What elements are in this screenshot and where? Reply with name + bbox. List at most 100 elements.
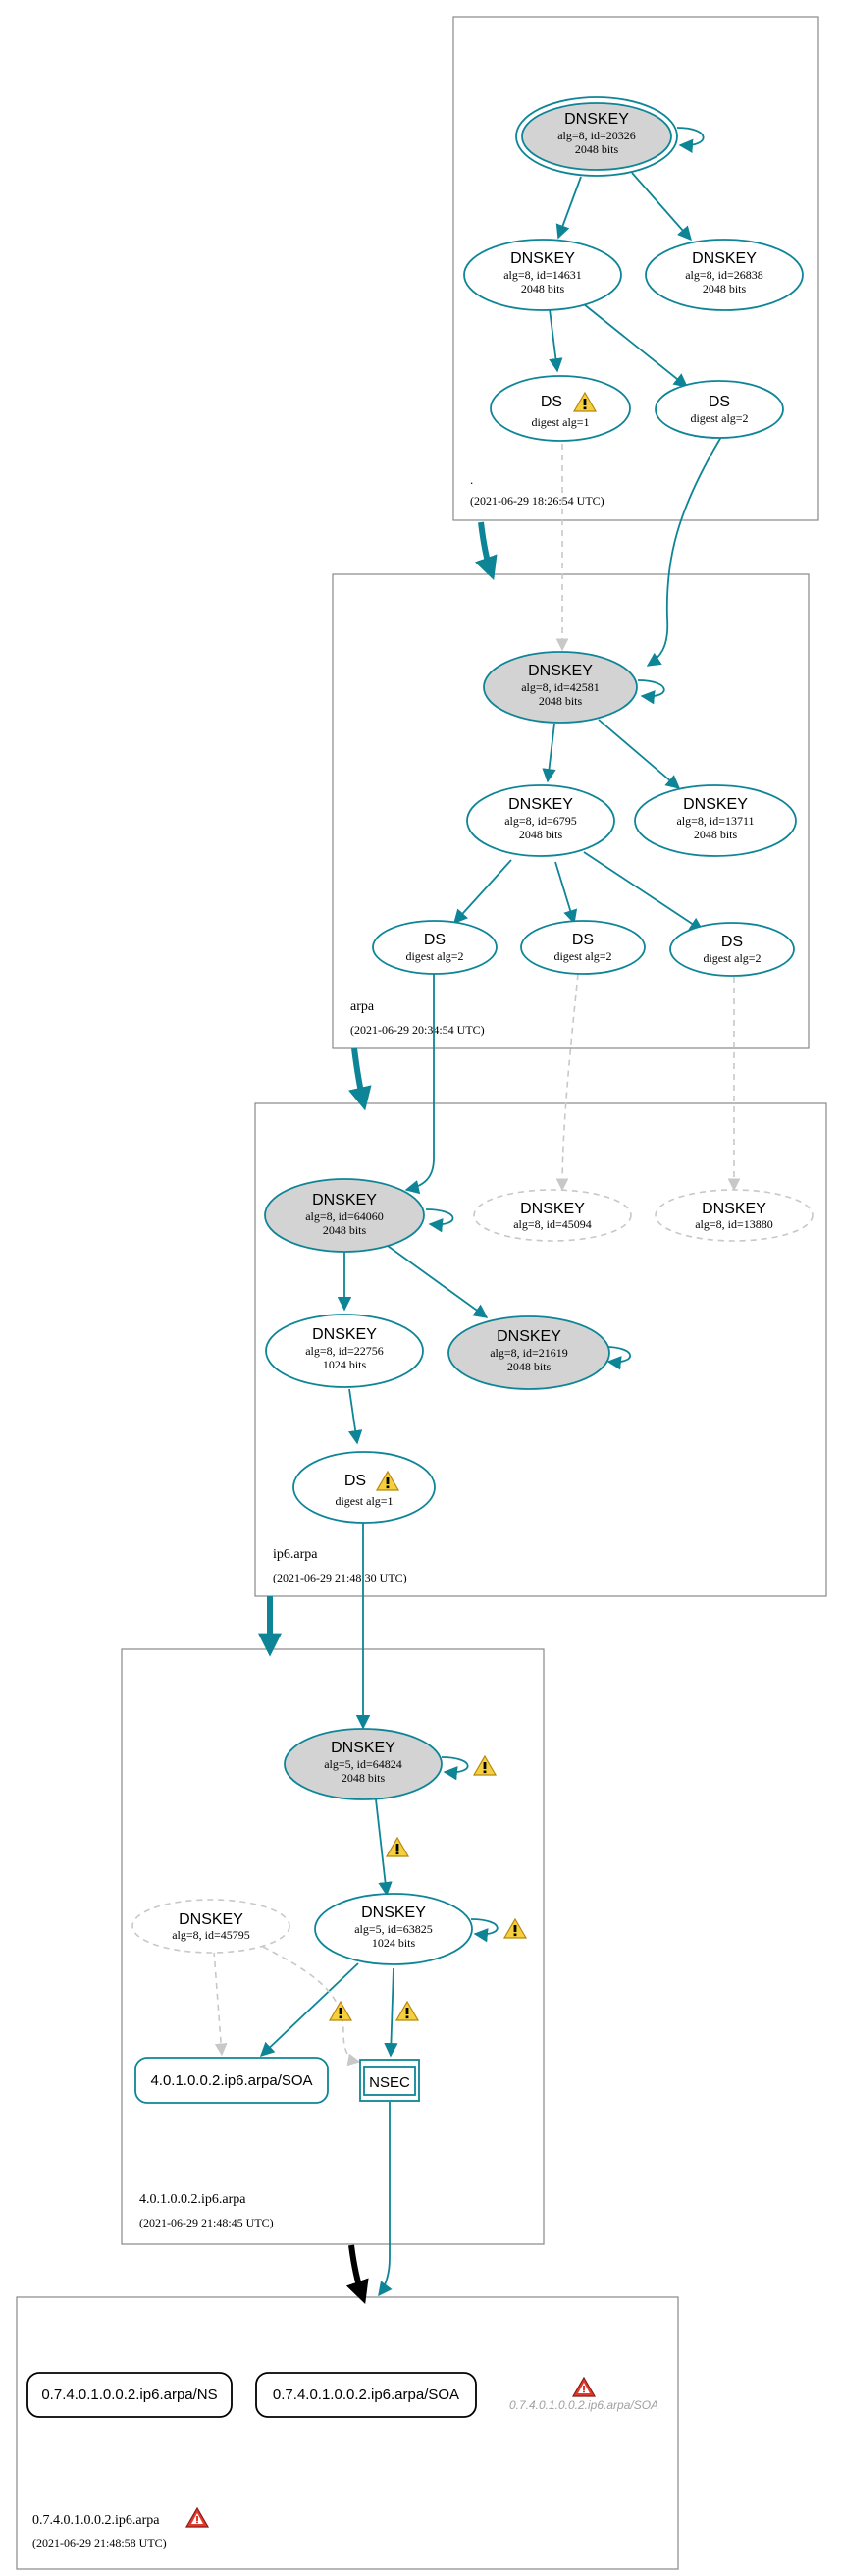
- node-title: DNSKEY: [683, 796, 748, 813]
- node-arpa-zsk-6795[interactable]: DNSKEY alg=8, id=6795 2048 bits: [466, 784, 615, 857]
- node-detail: digest alg=1: [531, 415, 589, 429]
- rrset-label: 0.7.4.0.1.0.0.2.ip6.arpa/SOA: [273, 2387, 459, 2403]
- node-arpa-ksk[interactable]: DNSKEY alg=8, id=42581 2048 bits: [483, 651, 638, 724]
- zone-timestamp-4010: (2021-06-29 21:48:45 UTC): [139, 2216, 274, 2229]
- edge-root-zsk1-ds2: [583, 303, 689, 388]
- node-arpa-zsk-13711[interactable]: DNSKEY alg=8, id=13711 2048 bits: [634, 784, 797, 857]
- node-ip6-ksk[interactable]: DNSKEY alg=8, id=64060 2048 bits: [264, 1178, 425, 1253]
- node-ip6-zsk-21619[interactable]: DNSKEY alg=8, id=21619 2048 bits: [447, 1315, 610, 1390]
- edge-4010-zsk-nsec: [384, 1967, 398, 2058]
- node-arpa-ds-2[interactable]: DS digest alg=2: [520, 920, 646, 975]
- warning-icon: [395, 2001, 419, 2021]
- warning-icon: [329, 2001, 352, 2021]
- warning-icon: [473, 1755, 497, 1776]
- node-detail: alg=8, id=64060: [305, 1209, 384, 1223]
- node-arpa-ds-3[interactable]: DS digest alg=2: [669, 922, 795, 977]
- zone-box-arpa: [332, 573, 810, 1049]
- node-detail: digest alg=2: [405, 949, 463, 963]
- selfloop-root-ksk: [676, 127, 705, 153]
- node-title: DS: [541, 394, 562, 410]
- node-detail: alg=8, id=42581: [521, 680, 600, 694]
- zone-timestamp-07401: (2021-06-29 21:48:58 UTC): [32, 2536, 167, 2549]
- zone-07401-error-icon: [185, 2507, 209, 2528]
- node-detail: alg=8, id=13711: [676, 814, 754, 828]
- edge-root-zsk1-ds1: [549, 308, 563, 373]
- edge-4010-missing-nsec: [262, 1946, 361, 2066]
- node-detail: alg=5, id=64824: [324, 1757, 402, 1771]
- node-detail: digest alg=2: [690, 411, 748, 425]
- node-ip6-zsk-22756[interactable]: DNSKEY alg=8, id=22756 1024 bits: [265, 1314, 424, 1388]
- edge-ip6-zsk1-ds: [348, 1388, 363, 1445]
- node-4010-nsec[interactable]: NSEC: [359, 2059, 420, 2102]
- node-detail: digest alg=1: [335, 1494, 393, 1508]
- node-title: DNSKEY: [508, 796, 573, 813]
- node-detail: digest alg=2: [703, 951, 761, 965]
- selfloop-ip6-ksk: [425, 1208, 454, 1233]
- node-root-ds-1[interactable]: DS digest alg=1: [490, 375, 631, 442]
- node-title: DNSKEY: [692, 250, 757, 267]
- node-detail: alg=8, id=13880: [695, 1217, 773, 1231]
- edge-4010-nsec-07401: [378, 2102, 393, 2297]
- selfloop-ip6-zsk2: [604, 1346, 632, 1370]
- node-ip6-ds[interactable]: DS digest alg=1: [292, 1451, 436, 1524]
- node-title: DS: [424, 932, 446, 948]
- nsec-label: NSEC: [369, 2074, 410, 2091]
- node-detail: alg=8, id=22756: [305, 1344, 384, 1358]
- zone-box-07401: [16, 2296, 679, 2570]
- node-title: DNSKEY: [312, 1326, 377, 1343]
- node-title: DNSKEY: [510, 250, 575, 267]
- node-4010-ksk[interactable]: DNSKEY alg=5, id=64824 2048 bits: [284, 1728, 443, 1800]
- node-title: DNSKEY: [361, 1905, 426, 1921]
- node-detail: alg=8, id=6795: [504, 814, 577, 828]
- node-4010-zsk-63825[interactable]: DNSKEY alg=5, id=63825 1024 bits: [314, 1893, 473, 1965]
- node-detail: alg=8, id=21619: [490, 1346, 568, 1360]
- delegation-arrow-4010-07401: [345, 2244, 369, 2305]
- node-07401-soa[interactable]: 0.7.4.0.1.0.0.2.ip6.arpa/SOA: [255, 2372, 477, 2418]
- node-detail: alg=8, id=45094: [513, 1217, 592, 1231]
- node-detail: alg=8, id=26838: [685, 268, 763, 282]
- edge-root-ksk-zsk1: [555, 176, 582, 240]
- node-root-zsk-26838[interactable]: DNSKEY alg=8, id=26838 2048 bits: [645, 239, 804, 311]
- zone-timestamp-ip6: (2021-06-29 21:48:30 UTC): [273, 1571, 407, 1584]
- node-ip6-missing-13880[interactable]: DNSKEY alg=8, id=13880: [655, 1189, 814, 1242]
- node-4010-soa[interactable]: 4.0.1.0.0.2.ip6.arpa/SOA: [134, 2057, 329, 2104]
- node-detail: 2048 bits: [694, 828, 738, 841]
- node-detail: digest alg=2: [553, 949, 611, 963]
- edge-arpa-ds2-missing1: [555, 973, 579, 1192]
- node-title: DS: [709, 394, 730, 410]
- selfloop-arpa-ksk: [637, 679, 665, 705]
- node-root-ds-2[interactable]: DS digest alg=2: [655, 380, 784, 439]
- node-detail: 2048 bits: [507, 1360, 552, 1373]
- node-title: DS: [572, 932, 594, 948]
- edge-4010-ksk-zsk: [375, 1798, 393, 1897]
- zone-name-07401: 0.7.4.0.1.0.0.2.ip6.arpa: [32, 2513, 160, 2528]
- node-4010-missing-45795[interactable]: DNSKEY alg=8, id=45795: [131, 1899, 290, 1954]
- node-detail: 2048 bits: [342, 1771, 386, 1785]
- missing-soa-label[interactable]: 0.7.4.0.1.0.0.2.ip6.arpa/SOA: [509, 2398, 658, 2412]
- edge-arpa-zsk1-ds3: [583, 851, 705, 932]
- edge-arpa-zsk1-ds1: [453, 859, 512, 925]
- node-root-ksk[interactable]: DNSKEY alg=8, id=20326 2048 bits: [515, 96, 678, 177]
- node-07401-ns[interactable]: 0.7.4.0.1.0.0.2.ip6.arpa/NS: [26, 2372, 233, 2418]
- node-arpa-ds-1[interactable]: DS digest alg=2: [372, 920, 498, 975]
- zone-name-arpa: arpa: [350, 999, 375, 1014]
- node-ip6-missing-45094[interactable]: DNSKEY alg=8, id=45094: [473, 1189, 632, 1242]
- node-title: DS: [721, 934, 743, 950]
- edge-arpa-ksk-zsk1: [542, 723, 556, 783]
- node-root-zsk-14631[interactable]: DNSKEY alg=8, id=14631 2048 bits: [463, 239, 622, 311]
- node-detail: 2048 bits: [575, 142, 619, 156]
- selfloop-4010-ksk: [441, 1756, 469, 1781]
- zone-timestamp-arpa: (2021-06-29 20:34:54 UTC): [350, 1023, 485, 1037]
- edge-root-ksk-zsk2: [631, 172, 692, 242]
- node-detail: alg=8, id=20326: [557, 129, 636, 142]
- node-detail: 1024 bits: [323, 1358, 367, 1371]
- warning-icon: [386, 1837, 409, 1857]
- selfloop-4010-zsk: [470, 1918, 499, 1943]
- edge-root-ds2-arpa-ksk: [646, 436, 722, 667]
- node-detail: alg=8, id=14631: [503, 268, 582, 282]
- rrset-label: 4.0.1.0.0.2.ip6.arpa/SOA: [150, 2072, 312, 2089]
- node-title: DNSKEY: [331, 1740, 395, 1756]
- edge-arpa-ds1-ip6-ksk: [404, 974, 435, 1195]
- delegation-arrow-arpa-ip6: [348, 1047, 372, 1111]
